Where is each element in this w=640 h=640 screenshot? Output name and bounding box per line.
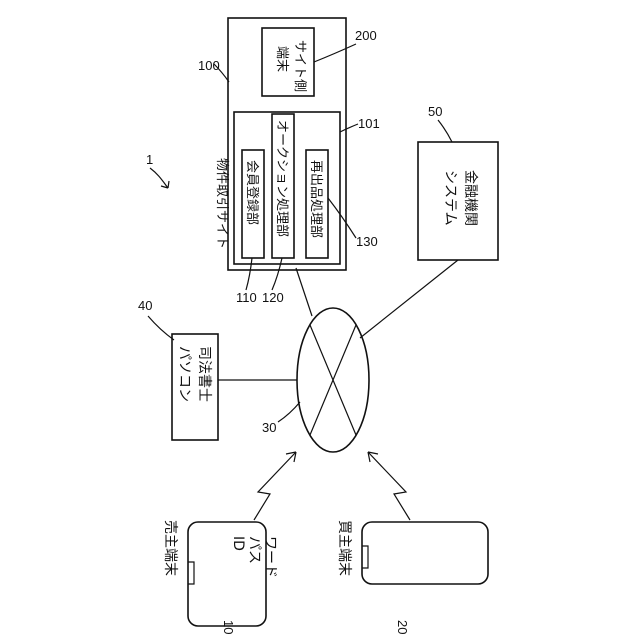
- module-relist-ref: 130: [356, 234, 378, 249]
- finance-leader: [438, 120, 452, 142]
- seller-password-line1: パス: [246, 536, 262, 564]
- scrivener-line1: 司法書士: [196, 346, 212, 402]
- site-ref-leader: [214, 64, 229, 82]
- site-terminal-ref: 200: [355, 28, 377, 43]
- buyer-phone-notch: [362, 546, 368, 568]
- figure-ref-label: 1: [146, 152, 153, 167]
- site-inner-leader: [340, 124, 358, 132]
- network-ref: 30: [262, 420, 276, 435]
- scrivener-line2: パソコン: [176, 346, 192, 402]
- seller-label: 売主端末: [162, 520, 178, 576]
- module-member-label: 会員登録部: [244, 160, 259, 225]
- site-inner-ref: 101: [358, 116, 380, 131]
- module-member-leader: [246, 258, 252, 290]
- seller-password-line2: ワード: [262, 536, 278, 578]
- site-terminal-line1: サイト側: [292, 40, 307, 92]
- seller-id-text: ID: [230, 536, 246, 551]
- module-relist-leader: [328, 198, 356, 238]
- site-terminal-line2: 端末: [274, 46, 289, 72]
- module-auction-label: オークション処理部: [274, 120, 289, 237]
- buyer-wireless-link: [368, 452, 410, 520]
- buyer-label: 買主端末: [336, 520, 352, 576]
- buyer-ref: 20: [395, 620, 410, 634]
- module-auction-ref: 120: [262, 290, 284, 305]
- network-leader: [278, 402, 300, 422]
- site-title: 物件取引サイト: [214, 158, 229, 249]
- site-terminal-leader: [314, 44, 356, 62]
- link-finance-network: [360, 260, 458, 338]
- finance-line1: 金融機関: [462, 170, 478, 226]
- module-auction-leader: [272, 258, 282, 290]
- scrivener-ref: 40: [138, 298, 152, 313]
- finance-ref: 50: [428, 104, 442, 119]
- link-site-network: [296, 268, 312, 316]
- site-ref: 100: [198, 58, 220, 73]
- seller-phone-notch: [188, 562, 194, 584]
- figure-ref-arrow: [150, 168, 168, 188]
- seller-ref: 10: [221, 620, 236, 634]
- finance-line2: システム: [442, 170, 458, 226]
- buyer-phone-body: [362, 522, 488, 584]
- module-relist-label: 再出品処理部: [308, 160, 323, 238]
- seller-wireless-link: [254, 452, 296, 520]
- module-member-ref: 110: [236, 290, 257, 305]
- scrivener-leader: [148, 316, 174, 340]
